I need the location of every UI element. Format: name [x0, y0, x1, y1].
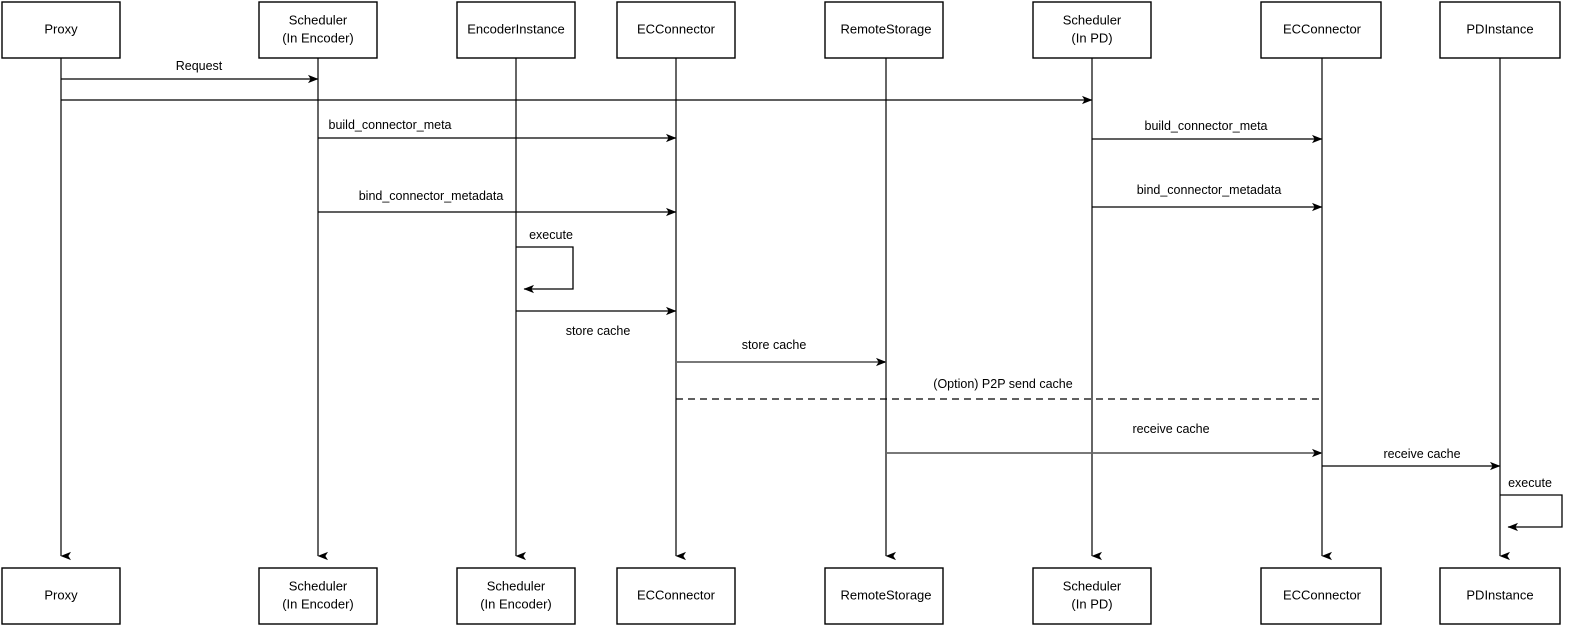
box-rect — [1260, 1, 1382, 59]
message-label: build_connector_meta — [1145, 119, 1268, 133]
participant-label: ECConnector — [637, 21, 716, 36]
participant-label: ECConnector — [637, 587, 716, 602]
participant-label-line2: (In PD) — [1071, 596, 1112, 611]
message-m11: receive cache — [1322, 447, 1501, 471]
participant-label-line1: Scheduler — [289, 578, 348, 593]
box-rect — [258, 567, 378, 625]
box-rect — [258, 1, 378, 59]
participant-label: RemoteStorage — [840, 21, 931, 36]
participant-top-proxy[interactable]: Proxy — [1, 1, 121, 59]
participant-top-ecconnector_e[interactable]: ECConnector — [616, 1, 736, 59]
top-participant-boxes: Proxy Scheduler (In Encoder) EncoderInstanc… — [1, 1, 1561, 59]
box-rect — [1032, 1, 1152, 59]
self-message-path — [1500, 494, 1563, 532]
participant-label-line2: (In Encoder) — [282, 596, 354, 611]
message-m5: bind_connector_metadata — [318, 189, 677, 217]
message-label: bind_connector_metadata — [359, 189, 504, 203]
participant-bottom-proxy[interactable]: Proxy — [1, 567, 121, 625]
participant-bottom-scheduler_enc[interactable]: Scheduler (In Encoder) — [258, 567, 378, 625]
participant-bottom-remotestorage[interactable]: RemoteStorage — [824, 567, 944, 625]
message-label: build_connector_meta — [329, 118, 452, 132]
participant-label: ECConnector — [1283, 21, 1362, 36]
message-label: (Option) P2P send cache — [933, 377, 1072, 391]
message-label: store cache — [566, 324, 631, 338]
self-message-s1: execute — [516, 228, 574, 294]
participant-bottom-encoder_inst[interactable]: Scheduler (In Encoder) — [456, 567, 576, 625]
message-m8: store cache — [676, 338, 887, 367]
participant-top-encoder_inst[interactable]: EncoderInstance — [456, 1, 576, 59]
participant-label-line1: Scheduler — [1063, 578, 1122, 593]
box-rect — [456, 567, 576, 625]
participant-label: RemoteStorage — [840, 587, 931, 602]
message-m4: build_connector_meta — [1092, 119, 1323, 144]
participant-label: PDInstance — [1466, 21, 1533, 36]
participant-top-pdinstance[interactable]: PDInstance — [1439, 1, 1561, 59]
self-message-label: execute — [1508, 476, 1552, 490]
participant-label-line2: (In PD) — [1071, 30, 1112, 45]
participant-label-line1: Scheduler — [1063, 12, 1122, 27]
participant-top-scheduler_enc[interactable]: Scheduler (In Encoder) — [258, 1, 378, 59]
participant-bottom-ecconnector_e[interactable]: ECConnector — [616, 567, 736, 625]
message-m7: store cache — [516, 306, 677, 338]
box-rect — [1, 567, 121, 625]
participant-label-line1: Scheduler — [289, 12, 348, 27]
box-rect — [1439, 1, 1561, 59]
participant-label-line2: (In Encoder) — [282, 30, 354, 45]
participant-label: ECConnector — [1283, 587, 1362, 602]
message-label: receive cache — [1132, 422, 1209, 436]
self-message-label: execute — [529, 228, 573, 242]
participant-bottom-scheduler_pd[interactable]: Scheduler (In PD) — [1032, 567, 1152, 625]
participant-top-scheduler_pd[interactable]: Scheduler (In PD) — [1032, 1, 1152, 59]
participant-top-remotestorage[interactable]: RemoteStorage — [824, 1, 944, 59]
box-rect — [1260, 567, 1382, 625]
participant-label: Proxy — [44, 21, 78, 36]
message-m10: receive cache — [886, 422, 1323, 458]
message-m1: Request — [61, 59, 319, 84]
self-message-path — [516, 246, 574, 294]
participant-label: PDInstance — [1466, 587, 1533, 602]
participant-label-line1: Scheduler — [487, 578, 546, 593]
box-rect — [824, 567, 944, 625]
box-rect — [1, 1, 121, 59]
participant-label: Proxy — [44, 587, 78, 602]
participant-bottom-ecconnector_p[interactable]: ECConnector — [1260, 567, 1382, 625]
self-message-s2: execute — [1500, 476, 1563, 532]
lifelines-group — [60, 58, 1510, 561]
message-m3: build_connector_meta — [318, 118, 677, 143]
participant-label: EncoderInstance — [467, 21, 565, 36]
participant-bottom-pdinstance[interactable]: PDInstance — [1439, 567, 1561, 625]
box-rect — [1032, 567, 1152, 625]
box-rect — [456, 1, 576, 59]
bottom-participant-boxes: Proxy Scheduler (In Encoder) Scheduler (In E… — [1, 567, 1561, 625]
participant-label-line2: (In Encoder) — [480, 596, 552, 611]
box-rect — [616, 1, 736, 59]
box-rect — [616, 567, 736, 625]
message-m6: bind_connector_metadata — [1092, 183, 1323, 212]
message-label: receive cache — [1383, 447, 1460, 461]
box-rect — [824, 1, 944, 59]
self-messages-group: execute execute — [516, 228, 1563, 532]
message-label: store cache — [742, 338, 807, 352]
message-label: Request — [176, 59, 223, 73]
message-m9: (Option) P2P send cache — [676, 377, 1322, 400]
participant-top-ecconnector_p[interactable]: ECConnector — [1260, 1, 1382, 59]
message-label: bind_connector_metadata — [1137, 183, 1282, 197]
messages-group: Request build_connector_meta build_connect… — [61, 59, 1501, 471]
box-rect — [1439, 567, 1561, 625]
